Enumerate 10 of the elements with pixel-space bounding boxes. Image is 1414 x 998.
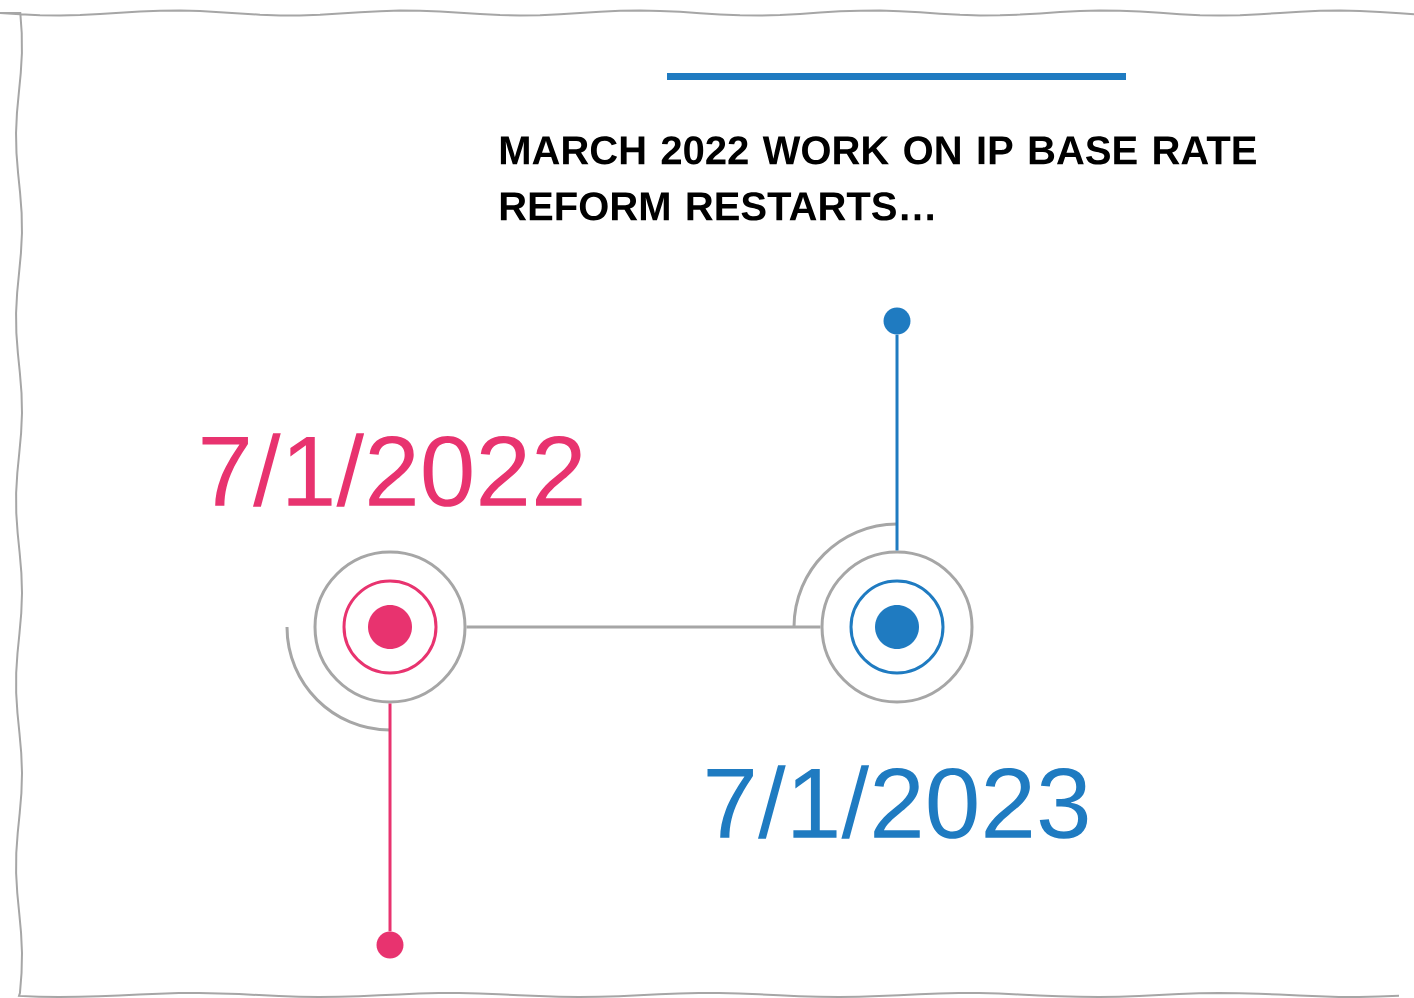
end-dot	[883, 307, 911, 335]
date-label: 7/1/2022	[202, 433, 582, 507]
target-circle	[285, 550, 467, 732]
connector-line	[895, 334, 899, 551]
connector-line	[466, 625, 821, 629]
title: MARCH 2022 WORK ON IP BASE RATE REFORM RESTARTS…	[500, 136, 1256, 221]
connector-line	[388, 703, 392, 932]
target-circle	[792, 522, 974, 704]
date-label: 7/1/2023	[707, 765, 1088, 839]
end-dot	[376, 931, 404, 959]
